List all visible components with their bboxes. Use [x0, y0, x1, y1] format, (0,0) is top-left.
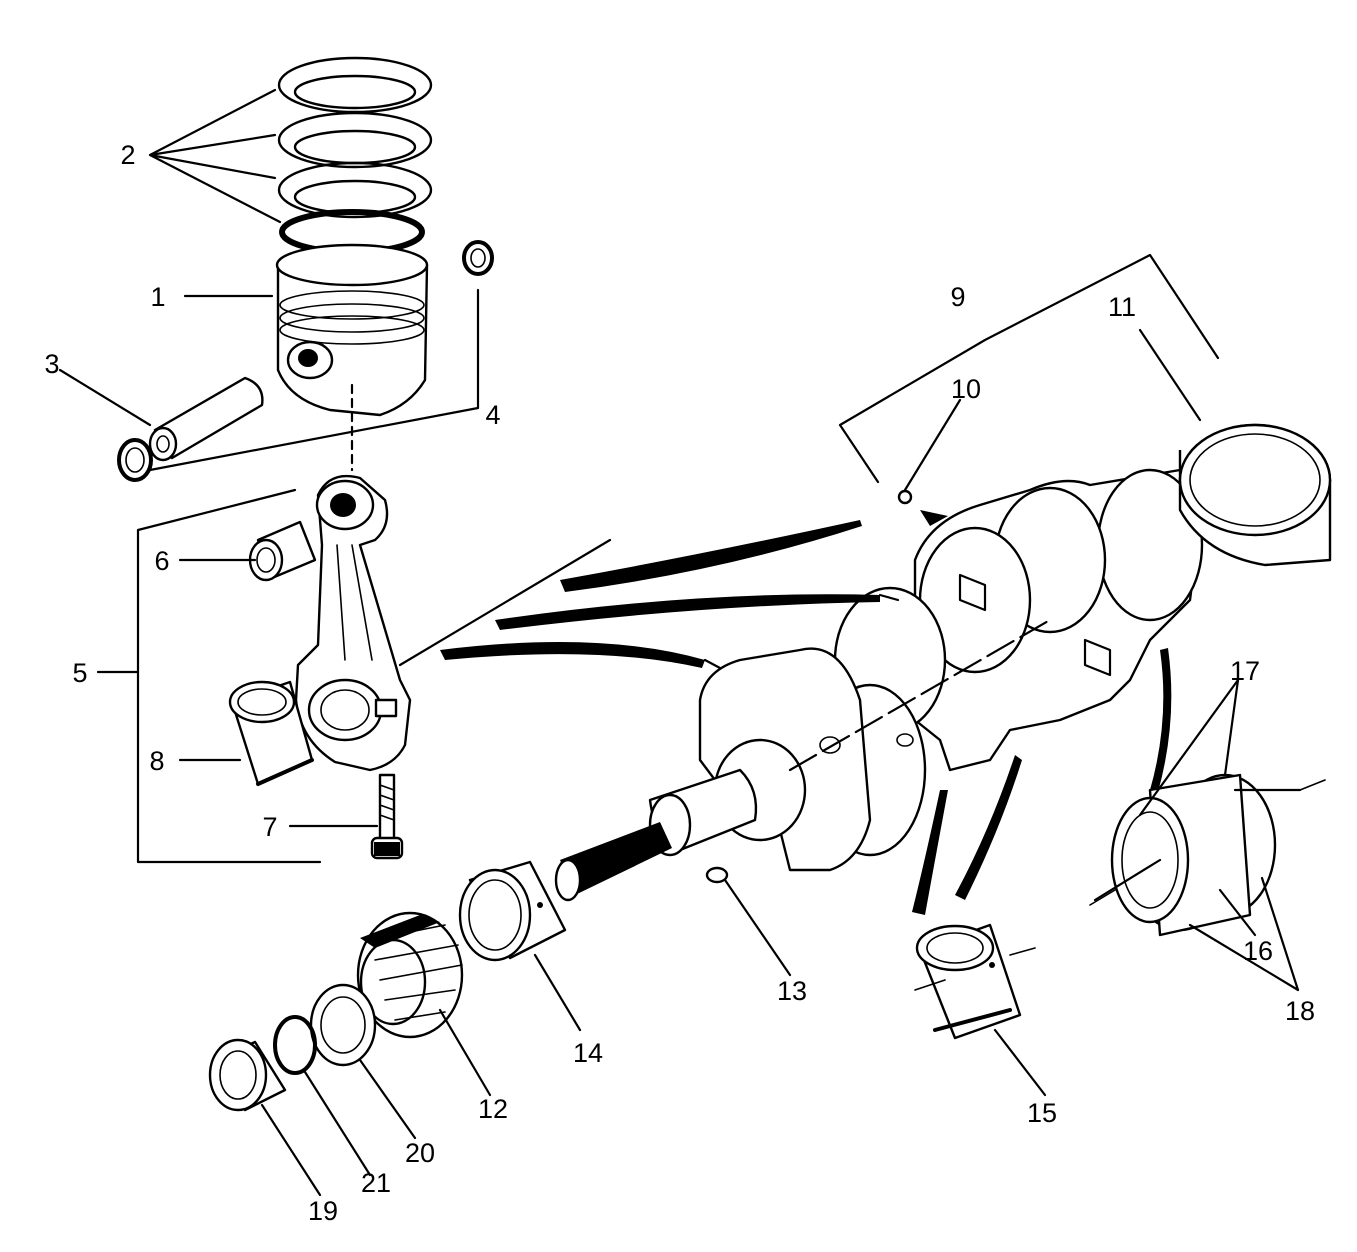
- callout-7: 7: [262, 812, 277, 842]
- rod-bushing: [248, 520, 317, 582]
- callout-11: 11: [1108, 292, 1136, 322]
- callout-labels: 1 2 3 4 5 6 7 8 9 10 11 12 13 14 15 16 1…: [44, 140, 1315, 1226]
- callout-19: 19: [308, 1196, 338, 1226]
- callout-15: 15: [1027, 1098, 1057, 1128]
- oil-plug: [897, 489, 913, 505]
- callout-16: 16: [1243, 936, 1273, 966]
- callout-8: 8: [149, 746, 164, 776]
- callout-3: 3: [44, 349, 59, 379]
- piston: [275, 243, 429, 417]
- snap-ring: [273, 1015, 317, 1075]
- callout-14: 14: [573, 1038, 603, 1068]
- keyway-pin: [705, 866, 729, 884]
- rod-bearing: [228, 680, 314, 786]
- spacer-washer: [309, 983, 377, 1067]
- pin-retainer-right: [462, 240, 494, 276]
- connecting-rod: [294, 474, 412, 772]
- callout-12: 12: [478, 1094, 508, 1124]
- crankshaft-gear: [356, 911, 464, 1039]
- front-main-bearing: [458, 860, 567, 962]
- leader-lines: [58, 88, 1326, 1197]
- callout-1: 1: [150, 282, 165, 312]
- callout-13: 13: [777, 976, 807, 1006]
- main-bearing-rear: [1178, 423, 1332, 567]
- piston-rings: [277, 56, 433, 255]
- pin-retainer-left: [117, 438, 153, 482]
- callout-20: 20: [405, 1138, 435, 1168]
- assembly-arrows: [440, 510, 1172, 915]
- callout-10: 10: [951, 374, 981, 404]
- crankshaft: [554, 468, 1204, 902]
- thrust-bearing: [1093, 773, 1302, 937]
- callout-4: 4: [485, 400, 500, 430]
- piston-pin: [148, 376, 264, 462]
- callout-2: 2: [120, 140, 135, 170]
- callout-21: 21: [361, 1168, 391, 1198]
- callout-5: 5: [72, 658, 87, 688]
- front-seal: [208, 1038, 287, 1112]
- callout-18: 18: [1285, 996, 1315, 1026]
- callout-6: 6: [154, 546, 169, 576]
- main-bearing-center: [915, 923, 1022, 1040]
- rod-bolt: [370, 773, 404, 860]
- callout-17: 17: [1230, 656, 1260, 686]
- callout-9: 9: [950, 282, 965, 312]
